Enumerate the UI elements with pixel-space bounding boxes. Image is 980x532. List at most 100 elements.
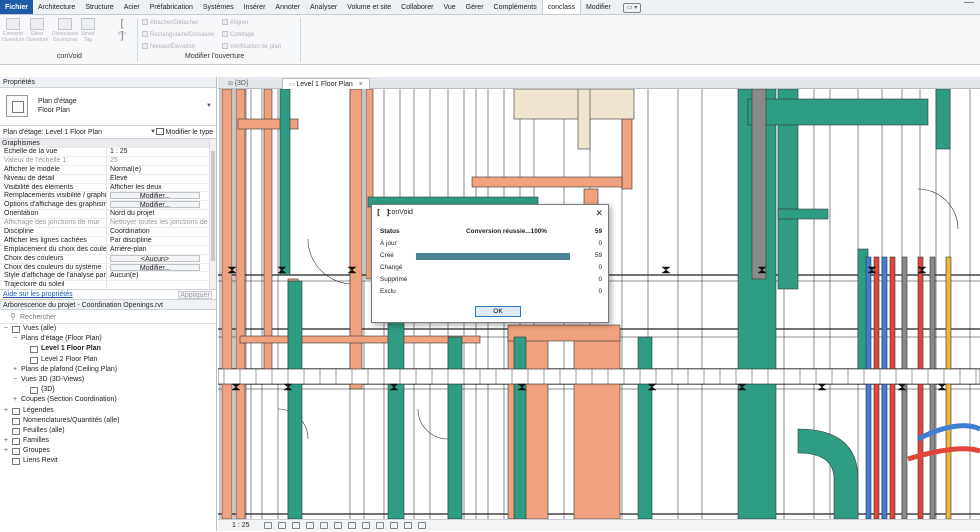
property-value[interactable]: Afficher les deux xyxy=(106,183,216,192)
property-value[interactable]: 25 xyxy=(106,156,216,165)
ok-button[interactable]: OK xyxy=(475,306,521,317)
show-crop-icon[interactable] xyxy=(334,522,342,529)
sun-path-icon[interactable] xyxy=(292,522,300,529)
ribbon-tab-architecture[interactable]: Architecture xyxy=(37,4,76,11)
property-value[interactable]: Nord du projet xyxy=(106,210,216,219)
properties-scrollbar[interactable] xyxy=(209,139,216,289)
minimize-ribbon-icon[interactable]: — xyxy=(964,0,974,8)
project-browser-title: Arborescence du projet - Coordination Op… xyxy=(0,299,216,310)
expand-icon[interactable]: + xyxy=(4,406,9,414)
convert-opening-button[interactable]: Convertir Ouverture xyxy=(2,18,24,43)
ribbon-tab-syst-mes[interactable]: Systèmes xyxy=(202,4,234,11)
ribbon-tab-vue[interactable]: Vue xyxy=(443,4,456,11)
ribbon-tab-structure[interactable]: Structure xyxy=(85,4,114,11)
tab-3d[interactable]: ⊞ {3D} xyxy=(228,80,249,87)
property-value[interactable]: 1 : 25 xyxy=(106,148,216,156)
tree-item[interactable]: −Vues (alle) xyxy=(0,324,216,334)
chevron-down-icon[interactable]: ▼ xyxy=(206,103,212,109)
dimensions-openings-button[interactable]: Dimensions Ouvertures xyxy=(52,18,78,43)
property-value[interactable]: Elevé xyxy=(106,174,216,183)
plan-check-button[interactable]: Vérification de plan xyxy=(222,43,281,50)
visual-style-icon[interactable] xyxy=(278,522,286,529)
shadows-icon[interactable] xyxy=(306,522,314,529)
highlight-icon[interactable] xyxy=(390,522,398,529)
ribbon-tab-acier[interactable]: Acier xyxy=(123,4,140,11)
worksharing-icon[interactable] xyxy=(404,522,412,529)
level-elevation-button[interactable]: Niveau/Élevation xyxy=(142,43,195,50)
temporary-hide-icon[interactable] xyxy=(348,522,356,529)
ribbon-tab-volume-et-site[interactable]: Volume et site xyxy=(347,4,392,11)
collapse-icon[interactable]: − xyxy=(13,335,18,343)
ribbon-tab-modifier[interactable]: Modifier xyxy=(585,4,611,11)
tree-item[interactable]: +Groupes xyxy=(0,446,216,456)
property-edit-button[interactable]: Modifier... xyxy=(110,192,200,200)
property-value[interactable] xyxy=(106,281,216,289)
property-edit-button[interactable]: Modifier... xyxy=(110,201,200,209)
tree-item[interactable]: −Plans d'étage (Floor Plan) xyxy=(0,334,216,344)
analysis-icon[interactable] xyxy=(376,522,384,529)
tree-item[interactable]: +Légendes xyxy=(0,406,216,416)
expand-icon[interactable]: + xyxy=(13,365,18,373)
ribbon-tab-analyser[interactable]: Analyser xyxy=(309,4,338,11)
tree-item[interactable]: Feuilles (alle) xyxy=(0,426,216,436)
type-selector[interactable]: Plan d'étage Floor Plan ▼ xyxy=(0,88,216,126)
ribbon-tab-g-rer[interactable]: Gérer xyxy=(465,4,484,11)
crop-view-icon[interactable] xyxy=(320,522,328,529)
properties-help-link[interactable]: Aide sur les propriétés xyxy=(3,291,73,298)
collapse-icon[interactable]: − xyxy=(13,375,18,383)
ribbon-tab-compl-ments[interactable]: Compléments xyxy=(493,4,537,11)
orange-duct xyxy=(237,118,299,130)
search-input[interactable] xyxy=(20,312,200,322)
close-icon[interactable]: ✕ xyxy=(595,208,603,218)
property-value[interactable]: Par discipline xyxy=(106,236,216,245)
tree-item[interactable]: +Coupes (Section Coordination) xyxy=(0,395,216,405)
reveal-hidden-icon[interactable] xyxy=(362,522,370,529)
ribbon-tab-pr-fabrication[interactable]: Préfabrication xyxy=(149,4,193,11)
tree-item[interactable]: +Familles xyxy=(0,436,216,446)
smart-tag-button[interactable]: Smart Tag xyxy=(80,18,96,43)
property-name: Choix des couleurs xyxy=(4,254,64,262)
property-value[interactable]: Arrière-plan xyxy=(106,245,216,254)
close-icon[interactable]: × xyxy=(358,81,363,88)
ribbon-tab-ins-rer[interactable]: Insérer xyxy=(243,4,266,11)
collapse-icon[interactable]: − xyxy=(4,325,9,332)
property-value[interactable]: Normal(e) xyxy=(106,165,216,174)
ribbon-tab-annoter[interactable]: Annoter xyxy=(275,4,300,11)
expand-icon[interactable]: + xyxy=(4,447,9,455)
ribbon-tab-conclass[interactable]: conclass xyxy=(541,0,581,14)
rect-circ-button[interactable]: Rectangulaire/Circulaire xyxy=(142,31,214,38)
expand-icon[interactable]: + xyxy=(13,396,18,404)
detail-level-icon[interactable] xyxy=(264,522,272,529)
align-button[interactable]: Aligner xyxy=(222,19,249,26)
dimensioning-button[interactable]: Cotetage xyxy=(222,31,254,38)
tree-item[interactable]: Level 1 Floor Plan xyxy=(0,344,216,354)
chevron-down-icon[interactable]: ▼ xyxy=(150,129,156,135)
property-value[interactable]: Nettoyer toutes les jonctions de ... xyxy=(106,219,216,228)
instance-filter[interactable]: Plan d'étage: Level 1 Floor Plan ▼ Modif… xyxy=(0,126,216,139)
green-duct xyxy=(935,89,951,150)
tree-item[interactable]: −Vues 3D (3D-Views) xyxy=(0,375,216,385)
tree-item[interactable]: +Plans de plafond (Ceiling Plan) xyxy=(0,365,216,375)
tree-item[interactable]: {3D} xyxy=(0,385,216,395)
edit-type-button[interactable]: Modifier le type xyxy=(155,126,213,139)
attach-detach-button[interactable]: Attacher/Détacher xyxy=(142,19,198,26)
constraints-icon[interactable] xyxy=(418,522,426,529)
view-scale[interactable]: 1 : 25 xyxy=(232,522,250,529)
manage-opening-button[interactable]: Gérer Ouverture xyxy=(26,18,48,43)
property-edit-button[interactable]: Modifier... xyxy=(110,263,200,271)
property-edit-button[interactable]: <Aucun> xyxy=(110,254,200,263)
ribbon-tab-collaborer[interactable]: Collaborer xyxy=(401,4,434,11)
tree-item[interactable]: Liens Revit xyxy=(0,456,216,466)
apply-button[interactable]: Appliquer xyxy=(178,291,212,299)
expand-icon[interactable]: + xyxy=(4,437,9,445)
tree-item[interactable]: Nomenclatures/Quantités (alle) xyxy=(0,416,216,426)
property-value[interactable]: Coordination xyxy=(106,228,216,236)
property-value[interactable]: Aucun(e) xyxy=(106,272,216,281)
tree-item[interactable]: Level 2 Floor Plan xyxy=(0,355,216,365)
info-button[interactable]: [ ]Info xyxy=(114,18,130,42)
ribbon-tab-fichier[interactable]: Fichier xyxy=(0,0,33,14)
tab-level1-floor-plan[interactable]: ▭ Level 1 Floor Plan× xyxy=(282,78,370,89)
ribbon-display-toggle[interactable]: ▭ ▾ xyxy=(618,0,646,14)
pipe xyxy=(929,256,936,519)
